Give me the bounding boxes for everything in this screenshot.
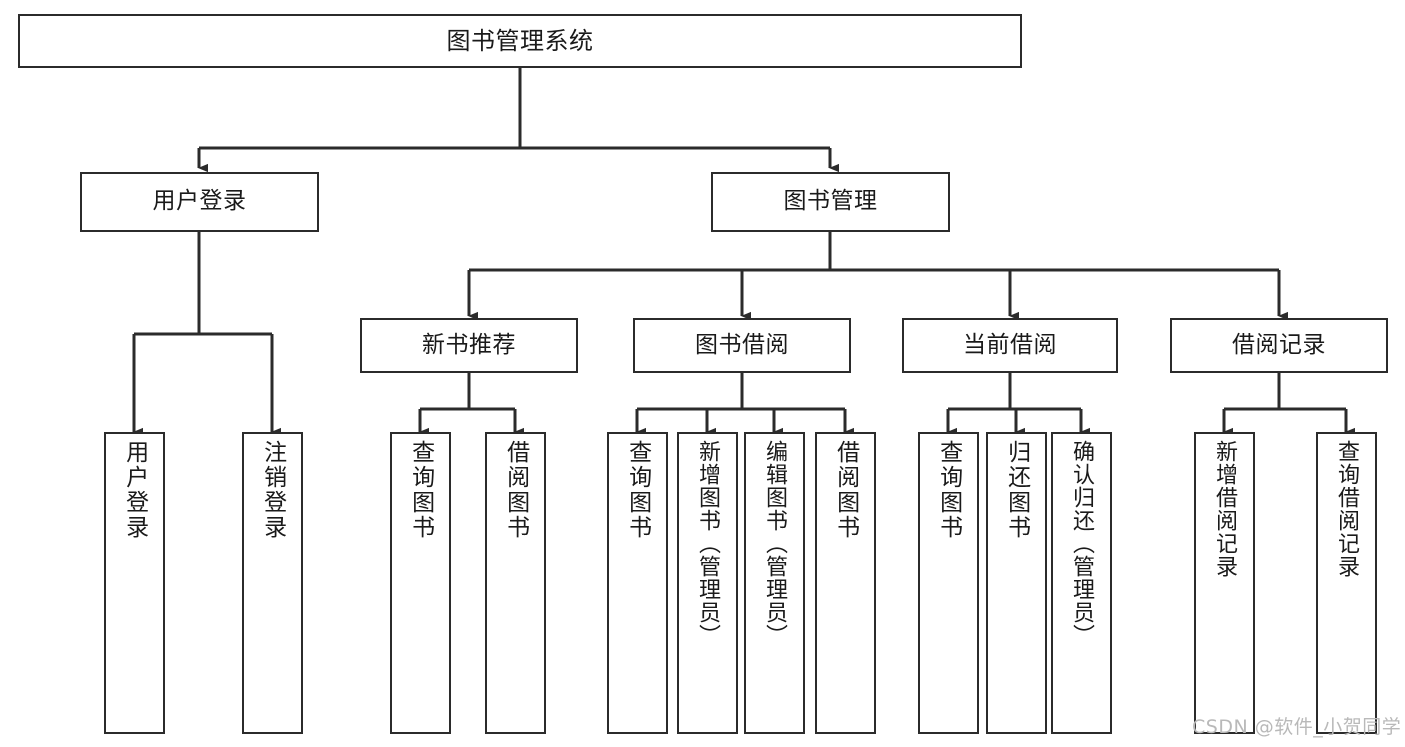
node-borrow-records[interactable]: 借阅记录 — [1170, 318, 1388, 373]
leaf-return-books[interactable]: 归还图书 — [986, 432, 1047, 734]
node-label: 新书推荐 — [422, 331, 516, 358]
node-label: 用户登录 — [152, 188, 247, 215]
leaf-add-book-admin[interactable]: 新增图书（管理员） — [677, 432, 738, 734]
node-label: 当前借阅 — [963, 331, 1057, 358]
node-label: 图书管理 — [783, 188, 878, 215]
node-label: 归还图书 — [1003, 440, 1030, 540]
leaf-borrow-books[interactable]: 借阅图书 — [815, 432, 876, 734]
leaf-confirm-return-admin[interactable]: 确认归还（管理员） — [1051, 432, 1112, 734]
node-label: 新增图书（管理员） — [695, 440, 721, 647]
node-label: 图书管理系统 — [446, 26, 594, 55]
node-root-library-management-system[interactable]: 图书管理系统 — [18, 14, 1022, 68]
node-label: 借阅记录 — [1232, 331, 1326, 358]
node-label: 借阅图书 — [502, 440, 529, 540]
node-label: 确认归还（管理员） — [1069, 440, 1095, 647]
node-label: 查询借阅记录 — [1334, 440, 1360, 578]
node-label: 查询图书 — [935, 440, 962, 540]
leaf-query-books-recommend[interactable]: 查询图书 — [390, 432, 451, 734]
node-label: 查询图书 — [407, 440, 434, 540]
node-label: 查询图书 — [624, 440, 651, 540]
node-current-borrowing[interactable]: 当前借阅 — [902, 318, 1118, 373]
node-book-management[interactable]: 图书管理 — [711, 172, 950, 232]
node-label: 编辑图书（管理员） — [762, 440, 788, 647]
leaf-edit-book-admin[interactable]: 编辑图书（管理员） — [744, 432, 805, 734]
node-label: 新增借阅记录 — [1212, 440, 1238, 578]
node-label: 用户登录 — [121, 440, 148, 540]
leaf-query-borrow-record[interactable]: 查询借阅记录 — [1316, 432, 1377, 734]
leaf-borrow-books-recommend[interactable]: 借阅图书 — [485, 432, 546, 734]
node-new-book-recommendation[interactable]: 新书推荐 — [360, 318, 578, 373]
leaf-add-borrow-record[interactable]: 新增借阅记录 — [1194, 432, 1255, 734]
leaf-query-books-current[interactable]: 查询图书 — [918, 432, 979, 734]
node-label: 注销登录 — [259, 440, 286, 540]
node-label: 图书借阅 — [695, 331, 789, 358]
leaf-logout[interactable]: 注销登录 — [242, 432, 303, 734]
node-user-login[interactable]: 用户登录 — [80, 172, 319, 232]
leaf-query-books-borrow[interactable]: 查询图书 — [607, 432, 668, 734]
node-label: 借阅图书 — [832, 440, 859, 540]
csdn-watermark: CSDN @软件_小贺同学 — [1192, 716, 1402, 738]
node-book-borrowing[interactable]: 图书借阅 — [633, 318, 851, 373]
leaf-user-login[interactable]: 用户登录 — [104, 432, 165, 734]
